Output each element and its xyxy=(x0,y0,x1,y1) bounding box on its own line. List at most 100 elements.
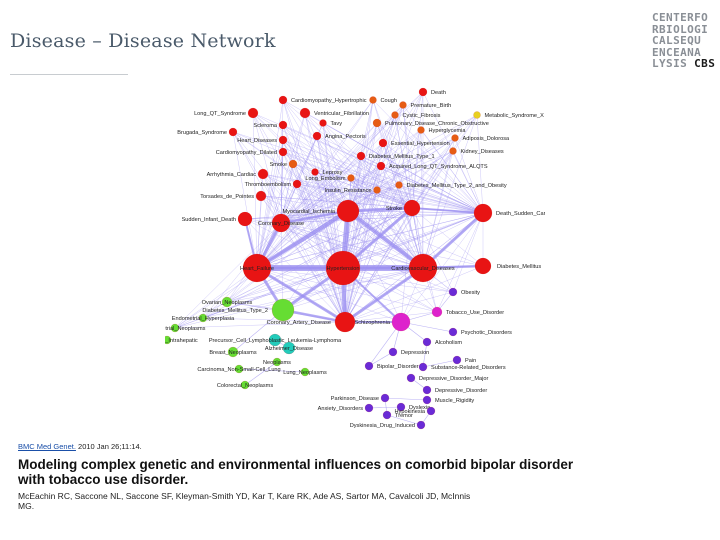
network-node[interactable] xyxy=(282,341,296,355)
network-node[interactable] xyxy=(474,257,492,275)
network-node[interactable] xyxy=(356,151,366,161)
network-node[interactable] xyxy=(380,393,390,403)
network-node[interactable] xyxy=(451,134,459,142)
network-node[interactable] xyxy=(422,337,432,347)
network-node[interactable] xyxy=(288,159,298,169)
network-node[interactable] xyxy=(325,250,361,286)
network-node[interactable] xyxy=(364,361,374,371)
network-node-label: Pulmonary_Disease_Chronic_Obstructive xyxy=(385,121,489,127)
network-node[interactable] xyxy=(418,87,428,97)
network-node[interactable] xyxy=(452,355,462,365)
network-node[interactable] xyxy=(311,168,319,176)
network-node[interactable] xyxy=(391,111,399,119)
network-node-label: Lung_Neoplasms xyxy=(283,370,327,376)
network-node[interactable] xyxy=(234,364,244,374)
network-node[interactable] xyxy=(388,347,398,357)
network-edge xyxy=(232,131,484,214)
network-node[interactable] xyxy=(431,306,443,318)
title-underline xyxy=(10,74,128,75)
network-edge xyxy=(344,311,438,323)
network-edge xyxy=(256,91,424,269)
network-edge xyxy=(384,397,428,401)
network-node[interactable] xyxy=(237,211,253,227)
journal-link[interactable]: BMC Med Genet. xyxy=(18,442,76,451)
network-node-label: Adiposis_Dolorosa xyxy=(463,136,511,142)
network-node[interactable] xyxy=(418,362,428,372)
network-node[interactable] xyxy=(378,138,388,148)
network-node-label: Diabetes_Mellitus_Type_2_and_Obesity xyxy=(407,183,507,189)
network-edge xyxy=(342,212,484,269)
network-node-label: Smoke xyxy=(270,162,287,168)
network-node[interactable] xyxy=(449,147,457,155)
network-node[interactable] xyxy=(382,410,392,420)
network-node[interactable] xyxy=(403,199,421,217)
network-node[interactable] xyxy=(373,186,381,194)
network-node[interactable] xyxy=(369,96,377,104)
network-node[interactable] xyxy=(227,346,239,358)
network-node[interactable] xyxy=(334,311,356,333)
network-node[interactable] xyxy=(399,101,407,109)
network-node[interactable] xyxy=(408,253,438,283)
network-node[interactable] xyxy=(422,385,432,395)
network-edge xyxy=(347,150,454,212)
network-edge xyxy=(280,122,378,224)
network-edge xyxy=(314,171,413,209)
network-node[interactable] xyxy=(278,147,288,157)
network-edge xyxy=(452,212,484,293)
network-node[interactable] xyxy=(228,127,238,137)
network-node[interactable] xyxy=(473,203,493,223)
network-node[interactable] xyxy=(422,395,432,405)
network-node[interactable] xyxy=(364,403,374,413)
network-node[interactable] xyxy=(278,95,288,105)
citation-authors: McEachin RC, Saccone NL, Saccone SF, Kle… xyxy=(18,491,578,511)
network-edge xyxy=(260,195,344,269)
network-node-label: Leprosy xyxy=(323,170,343,176)
network-edge xyxy=(280,114,396,224)
network-node[interactable] xyxy=(292,179,302,189)
network-node[interactable] xyxy=(376,161,386,171)
network-node[interactable] xyxy=(165,335,172,345)
network-node[interactable] xyxy=(416,420,426,430)
network-edge xyxy=(296,183,413,209)
network-edge xyxy=(280,99,374,224)
network-node[interactable] xyxy=(221,296,233,308)
network-node[interactable] xyxy=(347,174,355,182)
network-node[interactable] xyxy=(271,213,291,233)
network-node[interactable] xyxy=(272,357,282,367)
network-node[interactable] xyxy=(396,402,406,412)
network-node[interactable] xyxy=(300,367,310,377)
network-node[interactable] xyxy=(312,131,322,141)
network-node[interactable] xyxy=(406,373,416,383)
network-node[interactable] xyxy=(240,380,250,390)
network-node[interactable] xyxy=(257,168,269,180)
cbs-logo: CENTERFO RBIOLOGI CALSEQU ENCEANA LYSIS … xyxy=(652,12,718,70)
network-node[interactable] xyxy=(336,199,360,223)
network-node[interactable] xyxy=(278,135,288,145)
network-node[interactable] xyxy=(417,126,425,134)
network-node[interactable] xyxy=(319,119,327,127)
network-node[interactable] xyxy=(426,406,436,416)
network-edge xyxy=(350,177,484,214)
network-node[interactable] xyxy=(255,190,267,202)
network-node[interactable] xyxy=(278,120,288,130)
network-node[interactable] xyxy=(448,327,458,337)
network-node[interactable] xyxy=(395,181,403,189)
network-node[interactable] xyxy=(391,312,411,332)
network-node[interactable] xyxy=(271,298,295,322)
network-node[interactable] xyxy=(198,313,208,323)
network-edge xyxy=(226,210,349,303)
network-node[interactable] xyxy=(170,323,180,333)
network-node[interactable] xyxy=(242,253,272,283)
network-edge xyxy=(376,189,484,214)
network-edge xyxy=(262,173,346,323)
network-node[interactable] xyxy=(473,111,481,119)
network-node[interactable] xyxy=(372,118,382,128)
network-node[interactable] xyxy=(299,107,311,119)
network-node[interactable] xyxy=(268,333,282,347)
network-edge xyxy=(322,122,484,214)
network-node[interactable] xyxy=(247,107,259,119)
network-edge xyxy=(422,114,478,269)
logo-line-5-prefix: LYSIS xyxy=(652,57,688,71)
network-node-label: Torsades_de_Pointes xyxy=(200,194,254,200)
network-node[interactable] xyxy=(448,287,458,297)
